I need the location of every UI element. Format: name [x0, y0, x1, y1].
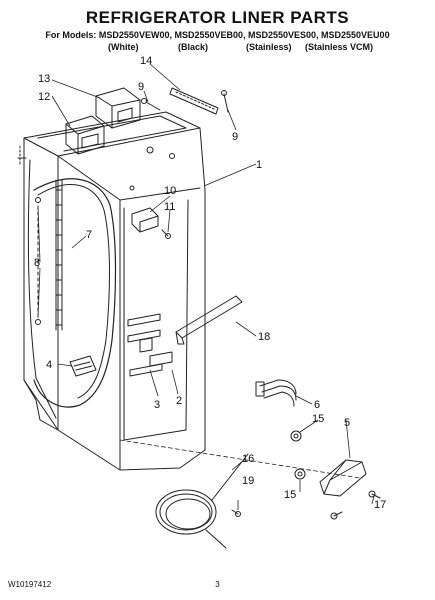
callout-3: 3	[154, 399, 160, 411]
part-17-screws	[330, 490, 381, 520]
part-18-bar	[175, 295, 243, 345]
part-15-grommets	[290, 430, 306, 480]
callout-7: 7	[86, 229, 92, 241]
callout-11: 11	[164, 201, 175, 213]
part-10-bracket	[131, 207, 171, 239]
callout-6: 6	[314, 399, 320, 411]
callout-16: 16	[242, 453, 254, 465]
callout-17: 17	[374, 499, 386, 511]
page-title: REFRIGERATOR LINER PARTS	[85, 8, 350, 27]
part-4-clip	[69, 355, 97, 377]
color-white: (White)	[108, 42, 139, 52]
part-9-screw	[141, 90, 229, 113]
callout-15-top: 15	[312, 413, 324, 425]
callout-2: 2	[176, 395, 182, 407]
callout-15-bottom: 15	[284, 489, 296, 501]
color-black: (Black)	[178, 42, 209, 52]
part-8-screws	[35, 197, 41, 325]
callout-9-top: 9	[138, 81, 144, 93]
part-19-screw	[231, 509, 241, 517]
callout-10: 10	[164, 185, 176, 197]
callout-13: 13	[38, 73, 50, 85]
document-number: W10197412	[8, 580, 52, 589]
callout-12: 12	[38, 91, 50, 103]
part-5-hinge	[319, 459, 367, 497]
callout-4: 4	[46, 359, 52, 371]
callout-14: 14	[140, 55, 152, 67]
callout-5: 5	[344, 417, 350, 429]
callout-1: 1	[256, 159, 262, 171]
refrigerator-liner	[23, 111, 206, 471]
callout-19: 19	[242, 475, 254, 487]
part-6-wire-harness	[255, 379, 297, 407]
part-13-housing	[95, 87, 141, 129]
model-list: For Models: MSD2550VEW00, MSD2550VEB00, …	[45, 30, 390, 40]
callout-8: 8	[34, 257, 40, 269]
callout-9-right: 9	[232, 131, 238, 143]
leader-lines	[37, 63, 375, 510]
model-colors: (White) (Black) (Stainless) (Stainless V…	[0, 42, 435, 54]
page-number: 3	[215, 580, 220, 589]
callout-18: 18	[258, 331, 270, 343]
part-12-control-housing	[65, 115, 105, 155]
color-stainless-vcm: (Stainless VCM)	[305, 42, 374, 52]
part-14-trim-strip	[169, 87, 219, 115]
color-stainless: (Stainless)	[246, 42, 292, 52]
